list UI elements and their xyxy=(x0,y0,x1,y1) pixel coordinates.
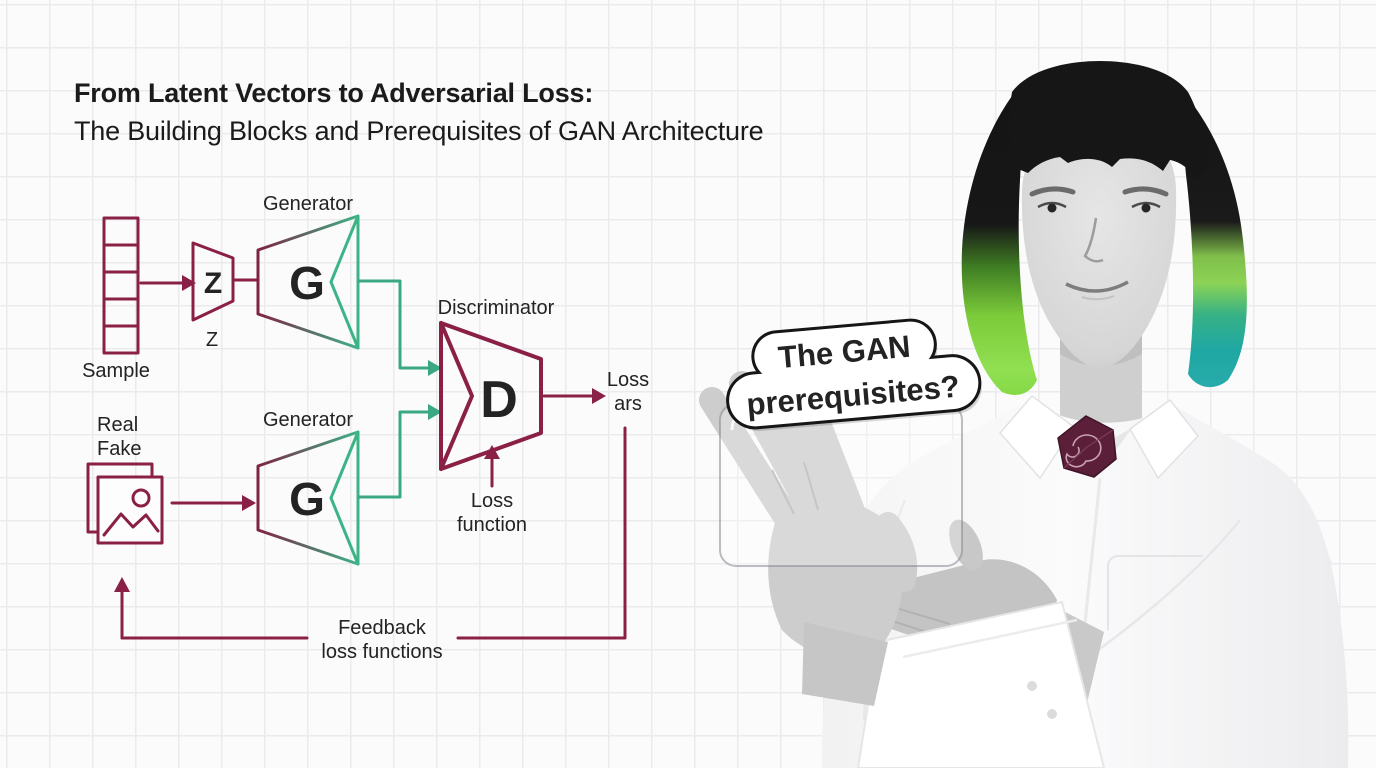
generator-bottom-label: Generator xyxy=(263,409,353,431)
presenter-hair-bangs xyxy=(1009,61,1208,179)
discriminator-output-arrow xyxy=(542,388,606,404)
left-eyelid xyxy=(1037,201,1067,209)
title-line-2: The Building Blocks and Prerequisites of… xyxy=(74,116,764,146)
left-eye xyxy=(1047,203,1057,213)
images-to-generator-arrow xyxy=(170,495,256,511)
feedback-line-2: loss functions xyxy=(321,641,442,663)
latent-vector-stack-icon xyxy=(102,216,140,355)
generator-bottom-shape: G xyxy=(256,430,360,566)
page-title: From Latent Vectors to Adversarial Loss:… xyxy=(74,74,764,150)
sample-to-latent-arrow xyxy=(139,275,196,291)
right-eye xyxy=(1141,203,1151,213)
right-eyelid xyxy=(1131,201,1161,209)
rose-brooch-icon xyxy=(1057,415,1117,478)
presenter-figure xyxy=(699,61,1349,768)
presenter-sleeve-right-arm xyxy=(1042,466,1332,768)
latent-z-letter: Z xyxy=(204,267,222,300)
generator-top-letter: G xyxy=(289,257,325,309)
fake-label: Fake xyxy=(97,438,141,460)
feedback-line-1: Feedback xyxy=(338,617,427,639)
discriminator-label: Discriminator xyxy=(438,297,555,319)
real-fake-image-stack-icon xyxy=(86,462,164,545)
mouth-smile xyxy=(1065,280,1129,293)
discriminator-letter: D xyxy=(480,371,518,429)
generator-bottom-to-discriminator-arrow xyxy=(357,404,442,499)
left-eyebrow xyxy=(1029,186,1076,197)
loss-function-line-2: function xyxy=(457,514,527,536)
lower-lip xyxy=(1081,295,1115,301)
sleeve-fold-line xyxy=(1089,519,1241,658)
sample-label: Sample xyxy=(82,360,150,382)
presenter-shirt-cuff xyxy=(856,600,1106,768)
nose xyxy=(1083,217,1104,263)
latent-z-label: Z xyxy=(206,329,218,351)
real-label: Real xyxy=(97,414,138,436)
title-line-1: From Latent Vectors to Adversarial Loss: xyxy=(74,78,594,108)
generator-bottom-letter: G xyxy=(289,473,325,525)
presenter-facial-features xyxy=(1029,186,1169,301)
generator-top-to-discriminator-arrow xyxy=(357,279,442,376)
loss-function-arrow xyxy=(484,445,500,488)
gan-flow-diagram: Sample Z Z Generator G Real Fake xyxy=(82,193,649,663)
loss-output-line-2: ars xyxy=(614,393,642,415)
right-eyebrow xyxy=(1122,186,1169,197)
loss-output-line-1: Loss xyxy=(607,369,649,391)
latent-z-block: Z xyxy=(191,241,235,322)
loss-function-line-1: Loss xyxy=(471,490,513,512)
feedback-loop-arrow xyxy=(114,426,627,640)
presenter-face xyxy=(1021,123,1177,369)
generator-top-label: Generator xyxy=(263,193,353,215)
generator-top-shape: G xyxy=(256,214,360,350)
discriminator-shape: D xyxy=(439,321,543,471)
speech-bubble-sticker: The GAN prerequisites? xyxy=(726,318,982,432)
